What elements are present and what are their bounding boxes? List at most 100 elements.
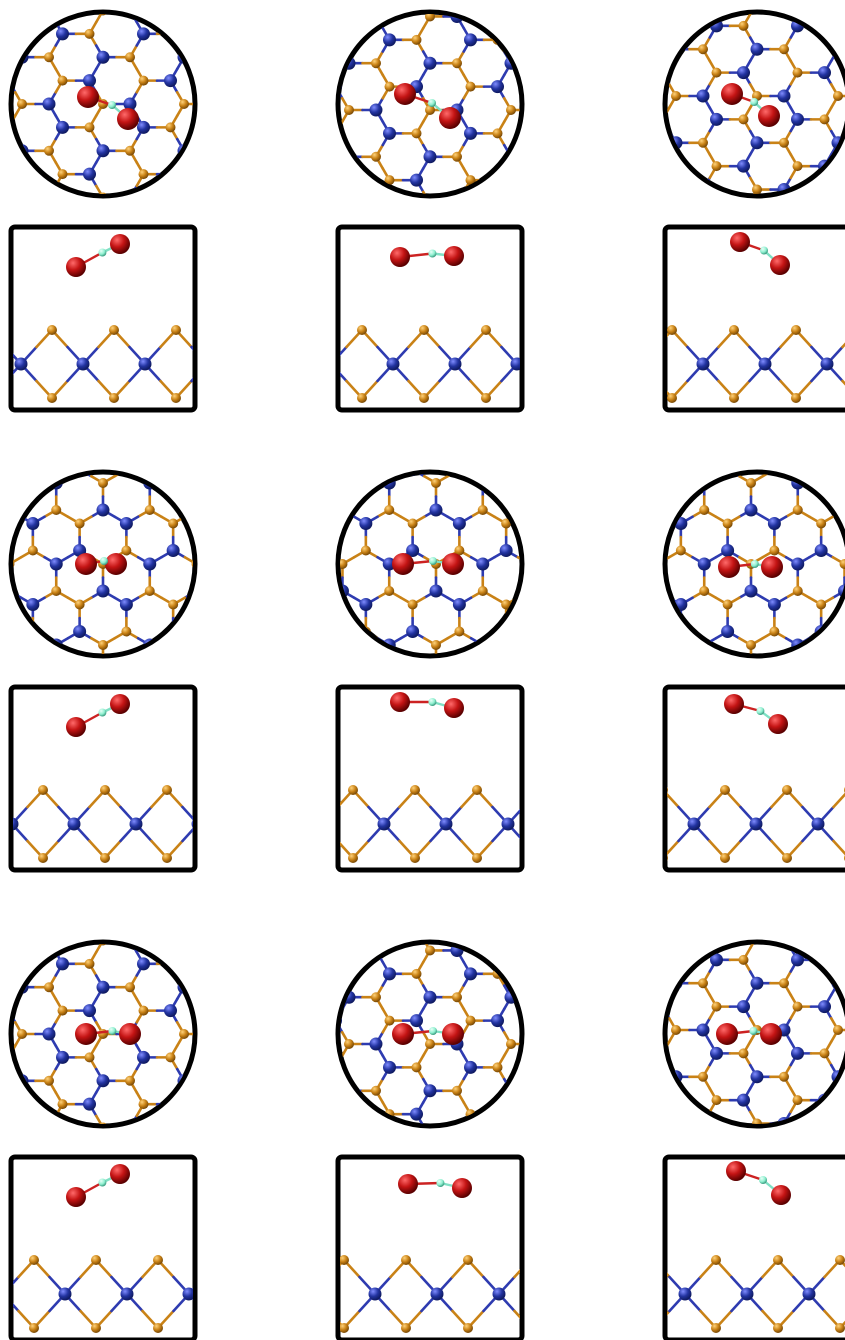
metal-atom	[564, 818, 577, 831]
chalcogen-atom	[13, 958, 14, 969]
bond	[260, 824, 276, 841]
bond	[530, 1260, 546, 1277]
bond	[592, 1260, 608, 1277]
chalcogen-atom	[792, 67, 803, 78]
bond	[31, 474, 46, 478]
bond	[183, 508, 193, 519]
bond	[608, 1277, 624, 1294]
bond	[276, 841, 292, 858]
bond	[417, 0, 424, 5]
chalcogen-atom	[295, 325, 305, 335]
bond	[592, 1311, 608, 1328]
bond	[94, 14, 105, 24]
bond	[548, 381, 564, 398]
metal-atom	[818, 1000, 831, 1014]
bond	[641, 364, 657, 381]
chalcogen-atom	[454, 626, 465, 637]
metal-atom	[307, 1288, 320, 1301]
bond	[94, 1114, 105, 1124]
metal-atom	[67, 817, 81, 831]
metal-atom	[737, 66, 750, 80]
chalcogen-atom	[452, 58, 462, 69]
chalcogen-atom	[752, 184, 762, 194]
bond	[617, 807, 633, 824]
chalcogen-atom	[277, 1255, 287, 1265]
chalcogen-atom	[277, 1323, 287, 1333]
metal-atom	[137, 957, 150, 971]
chalcogen-atom	[465, 1015, 476, 1026]
chalcogen-atom	[215, 546, 225, 556]
chalcogen-atom	[463, 1255, 473, 1265]
metal-atom	[745, 666, 758, 679]
bond	[282, 1311, 298, 1328]
chalcogen-atom	[698, 1071, 708, 1082]
hydrogen-atom	[98, 1178, 107, 1187]
chalcogen-atom	[465, 175, 476, 186]
metal-atom	[464, 1060, 477, 1074]
metal-atom	[83, 911, 96, 924]
bond	[546, 1277, 562, 1294]
chalcogen-atom	[711, 161, 722, 172]
bond	[183, 555, 193, 566]
chalcogen-atom	[206, 1076, 216, 1086]
bond	[94, 944, 105, 954]
chalcogen-atom	[833, 184, 843, 194]
chalcogen-atom	[711, 1001, 722, 1012]
hydrogen-atom	[108, 101, 116, 109]
top-view-panel	[8, 469, 225, 659]
chalcogen-atom	[671, 91, 681, 101]
metal-atom	[651, 585, 664, 598]
chalcogen-atom	[411, 968, 422, 979]
bond	[307, 824, 323, 841]
metal-atom	[555, 1288, 568, 1301]
bond	[829, 176, 840, 191]
bond	[316, 347, 332, 364]
chalcogen-atom	[605, 393, 615, 403]
chalcogen-atom	[138, 1005, 149, 1016]
chalcogen-atom	[667, 954, 668, 965]
chalcogen-atom	[348, 785, 358, 795]
chalcogen-atom	[769, 626, 780, 637]
side-view-frame	[335, 224, 525, 413]
chalcogen-atom	[652, 559, 662, 569]
lattice-side	[277, 1255, 562, 1333]
bond	[667, 1110, 678, 1124]
bond	[291, 790, 307, 807]
chalcogen-atom	[746, 478, 756, 488]
chalcogen-atom	[171, 393, 181, 403]
chalcogen-atom	[839, 478, 845, 488]
chalcogen-atom	[671, 1025, 681, 1035]
chalcogen-atom	[340, 1255, 349, 1265]
oxygen-atom	[439, 107, 461, 129]
bond	[340, 371, 348, 383]
chalcogen-atom	[295, 393, 305, 403]
bond	[13, 1009, 17, 1024]
adsorbate-molecule	[724, 694, 788, 734]
metal-atom	[564, 818, 577, 831]
chalcogen-atom	[698, 137, 708, 148]
metal-atom	[263, 358, 276, 371]
chalcogen-atom	[153, 1323, 163, 1333]
bond	[610, 330, 626, 347]
metal-atom	[491, 173, 504, 187]
chalcogen-atom	[206, 52, 216, 62]
metal-atom	[667, 159, 669, 173]
side-view-panel	[295, 224, 626, 413]
chalcogen-atom	[121, 626, 132, 637]
bond	[298, 1277, 314, 1294]
bond	[823, 1098, 833, 1114]
bond	[316, 364, 332, 381]
adsorbate-molecule	[398, 1174, 472, 1198]
metal-atom	[201, 358, 214, 371]
bond	[516, 555, 520, 566]
metal-atom	[750, 976, 764, 990]
chalcogen-atom	[295, 325, 305, 335]
metal-atom	[254, 818, 267, 831]
metal-atom	[164, 74, 177, 88]
chalcogen-atom	[206, 982, 216, 992]
metal-atom	[49, 557, 63, 571]
chalcogen-atom	[179, 1029, 189, 1039]
bond	[13, 555, 23, 566]
chalcogen-atom	[738, 954, 749, 965]
bond	[208, 551, 220, 558]
